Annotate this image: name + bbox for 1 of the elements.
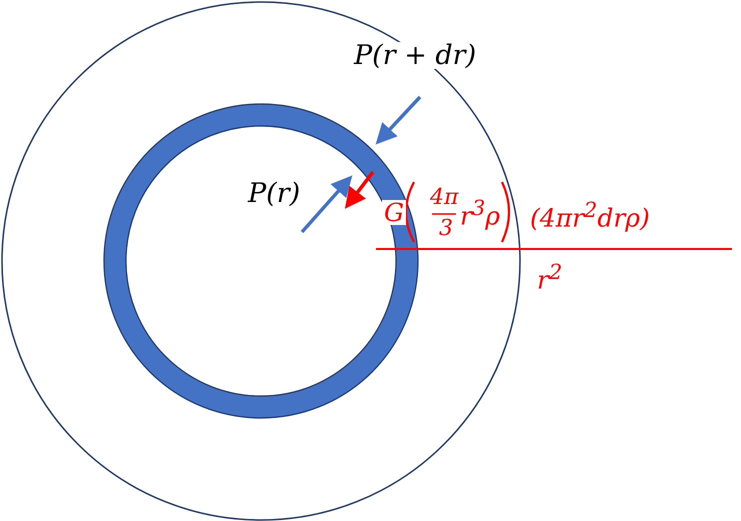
formula-term: G — [382, 200, 406, 225]
